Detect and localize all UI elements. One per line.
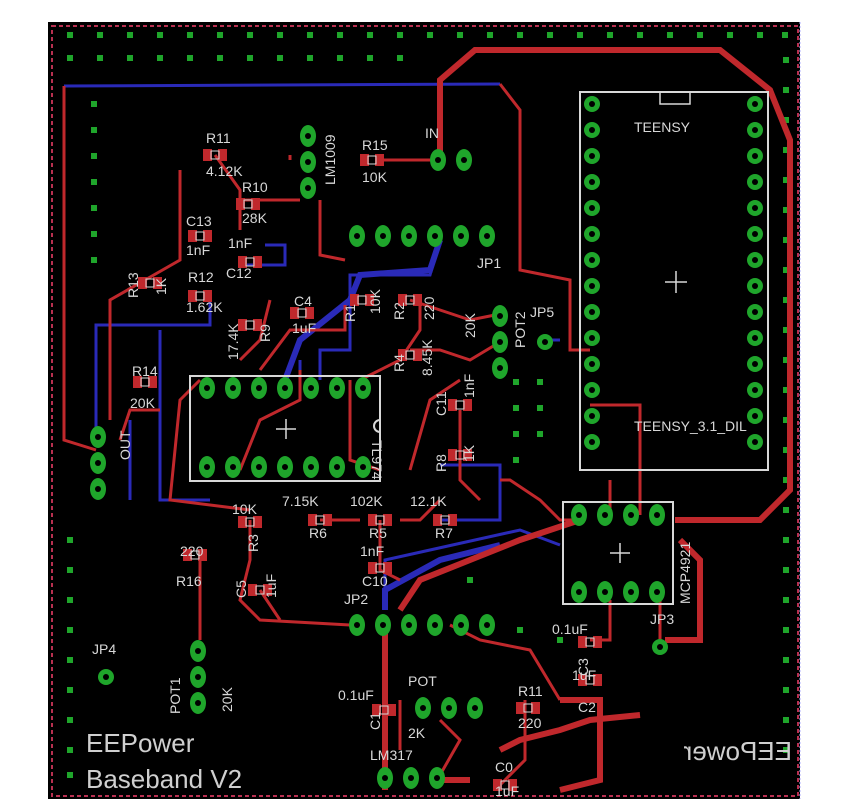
board-background	[48, 22, 800, 799]
c11-value: 1nF	[461, 374, 477, 398]
pot2-value: 20K	[462, 312, 478, 338]
c13-value: 1nF	[186, 242, 210, 258]
r11b-name: R11	[518, 683, 543, 699]
top-power-traces	[382, 47, 793, 793]
r15-name: R15	[362, 137, 388, 153]
out-connector-pads	[90, 426, 106, 500]
jp4-label: JP4	[92, 641, 116, 657]
c12-name: C12	[226, 265, 252, 281]
c4-name: C4	[294, 293, 312, 309]
r7-value: 12.1K	[410, 493, 447, 509]
c1-value: 0.1uF	[338, 687, 374, 703]
r12-name: R12	[188, 269, 214, 285]
c5-value: 1uF	[263, 574, 279, 598]
r2-name: R2	[391, 302, 407, 320]
lm317-pads	[377, 767, 445, 789]
r4-value: 8.45K	[419, 339, 435, 376]
teensy-label: TEENSY	[634, 119, 691, 135]
teensy-value-label: TEENSY_3.1_DIL	[634, 418, 747, 434]
c4-value: 1uF	[292, 320, 316, 336]
r6-value: 7.15K	[282, 493, 319, 509]
pot1-pads	[190, 640, 206, 714]
r10-name: R10	[242, 179, 268, 195]
r9-value: 17.4K	[225, 323, 241, 360]
bottom-power-trace	[282, 239, 501, 610]
r12-value: 1.62K	[186, 299, 223, 315]
r8-value: 1K	[461, 444, 477, 462]
r13-name: R13	[125, 272, 141, 298]
r16-value: 220	[180, 543, 204, 559]
jp3-label: JP3	[650, 611, 674, 627]
lm1009-label: LM1009	[322, 134, 338, 185]
r5-value: 102K	[350, 493, 383, 509]
pot1-name: POT1	[167, 677, 183, 714]
tl974-outline	[189, 375, 381, 482]
board-title-line2: Baseband V2	[86, 764, 242, 794]
r1-value: 10K	[367, 288, 383, 314]
c13-name: C13	[186, 213, 212, 229]
r16-name: R16	[176, 573, 202, 589]
pot-name: POT	[408, 673, 437, 689]
out-label: OUT	[117, 430, 133, 460]
c3-value: 0.1uF	[552, 621, 588, 637]
mcp4921-label: MCP4921	[677, 542, 693, 604]
board-outline	[51, 25, 799, 797]
r10-value: 28K	[242, 210, 268, 226]
r15-value: 10K	[362, 169, 388, 185]
board-title-line1: EEPower	[86, 728, 195, 758]
c10-name: C10	[362, 573, 388, 589]
tl974-label: TL974	[369, 440, 385, 480]
mirrored-logo: EEPower	[683, 736, 792, 766]
pot-value: 2K	[408, 725, 426, 741]
pot1-value: 20K	[219, 686, 235, 712]
c12-value: 1nF	[228, 235, 252, 251]
c5-name: C5	[233, 580, 249, 598]
c2-name: C2	[578, 699, 596, 715]
r3-name: R3	[245, 534, 261, 552]
r14-value: 20K	[130, 395, 156, 411]
r4-name: R4	[391, 354, 407, 372]
r9-name: R9	[257, 324, 273, 342]
pot2-pads	[492, 305, 508, 379]
r1-name: R1	[342, 304, 358, 322]
pot-pads	[415, 697, 483, 719]
c11-name: C11	[433, 391, 449, 416]
r11b-value: 220	[518, 715, 542, 731]
r5-name: R5	[369, 525, 387, 541]
r6-name: R6	[309, 525, 327, 541]
jp1-label: JP1	[477, 255, 501, 271]
r13-value: 1K	[153, 277, 169, 295]
r3-value: 10K	[232, 501, 258, 517]
silkscreen-labels: TEENSY TEENSY_3.1_DIL R11 4.12K R10 28K …	[92, 119, 747, 799]
pot2-name: POT2	[512, 311, 528, 348]
r11-value: 4.12K	[206, 163, 243, 179]
c3-name: C3	[575, 658, 591, 676]
lm317-label: LM317	[370, 747, 413, 763]
c0-name: C0	[495, 759, 513, 775]
jp5-label: JP5	[530, 304, 554, 320]
c1-name: C1	[367, 712, 383, 730]
r11-name: R11	[206, 130, 231, 146]
r2-value: 220	[421, 296, 437, 320]
jp2-label: JP2	[344, 591, 368, 607]
r14-name: R14	[132, 363, 158, 379]
lm1009-pads	[300, 125, 316, 199]
c0-value: 1uF	[495, 783, 519, 799]
in-label: IN	[425, 125, 439, 141]
r8-name: R8	[433, 454, 449, 472]
c2-value: 1uF	[572, 667, 596, 683]
r7-name: R7	[435, 525, 453, 541]
c10-value: 1nF	[360, 543, 384, 559]
mcp4921-outline	[562, 501, 674, 605]
